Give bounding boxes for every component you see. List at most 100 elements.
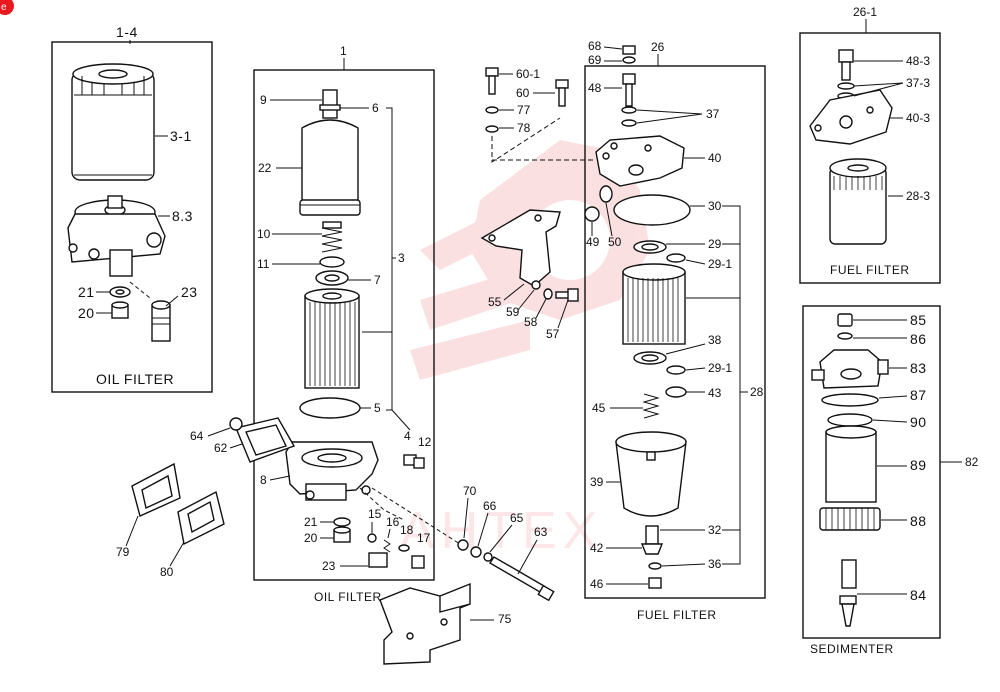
- label-39: 39: [590, 475, 604, 489]
- label-43: 43: [708, 386, 722, 400]
- part-20-plug-a: [111, 301, 129, 319]
- part-86-washer: [837, 332, 853, 340]
- group-ref-1: 1: [340, 44, 347, 58]
- label-29-1a: 29-1: [708, 257, 732, 271]
- label-70: 70: [463, 484, 477, 498]
- group-ref-1-4: 1-4: [116, 24, 138, 40]
- part-49-plug: [584, 206, 600, 222]
- label-12: 12: [418, 435, 432, 449]
- part-89-bowl: [825, 425, 877, 503]
- part-element-mesh: [304, 288, 360, 389]
- label-45: 45: [592, 401, 606, 415]
- label-8-3: 8.3: [172, 208, 193, 224]
- label-6: 6: [372, 101, 379, 115]
- part-7-gasket: [315, 270, 349, 286]
- part-46-plug: [648, 577, 662, 589]
- label-68: 68: [588, 39, 602, 53]
- part-63-bolt: [489, 556, 555, 602]
- part-38-seal: [633, 351, 667, 365]
- part-48-bolt: [622, 73, 636, 107]
- part-64-washer: [229, 417, 243, 431]
- caption-sedimenter: SEDIMENTER: [810, 642, 894, 656]
- label-37: 37: [706, 107, 720, 121]
- label-64: 64: [190, 429, 204, 443]
- part-28-element: [622, 263, 686, 345]
- part-85-plug: [837, 313, 853, 327]
- part-62-gasket: [235, 417, 296, 463]
- label-65: 65: [510, 511, 524, 525]
- label-46: 46: [590, 577, 604, 591]
- part-28-3-filter: [829, 158, 887, 245]
- part-79-gasket: [131, 462, 181, 517]
- part-48-3-bolt: [838, 49, 854, 81]
- label-87: 87: [910, 387, 927, 403]
- label-23a: 23: [181, 284, 198, 300]
- label-37-3: 37-3: [906, 76, 930, 90]
- label-48-3: 48-3: [906, 54, 930, 68]
- label-38: 38: [708, 333, 722, 347]
- label-84: 84: [910, 587, 927, 603]
- label-57: 57: [546, 327, 560, 341]
- part-84-drain: [839, 559, 857, 627]
- label-15: 15: [368, 507, 382, 521]
- part-43-o-ring: [665, 386, 687, 398]
- group-ref-26-1: 26-1: [853, 5, 877, 19]
- part-18-washer: [398, 544, 410, 552]
- label-3-1: 3-1: [170, 128, 192, 144]
- part-20-plug-b: [333, 526, 351, 543]
- part-10-spring: [321, 221, 343, 253]
- part-bracket: [480, 209, 561, 287]
- part-77-washer: [485, 106, 499, 114]
- label-60-1: 60-1: [516, 67, 540, 81]
- part-37-washer-a: [621, 106, 637, 114]
- part-80-gasket: [177, 490, 225, 546]
- caption-oil-filter-alt: OIL FILTER: [96, 371, 174, 387]
- label-30: 30: [708, 199, 722, 213]
- label-55: 55: [488, 295, 502, 309]
- part-90-float: [827, 413, 873, 427]
- label-63: 63: [534, 525, 548, 539]
- label-28-3: 28-3: [906, 189, 930, 203]
- part-78-washer: [485, 125, 499, 133]
- label-86: 86: [910, 331, 927, 347]
- part-70-washer: [457, 539, 469, 551]
- part-oil-filter-bracket-83: [67, 195, 166, 277]
- part-5-o-ring: [299, 397, 361, 419]
- part-60-bolt: [555, 79, 569, 107]
- part-30-o-ring: [613, 194, 691, 226]
- label-3: 3: [398, 251, 405, 265]
- label-75: 75: [498, 612, 512, 626]
- label-77: 77: [517, 103, 531, 117]
- part-60-1-bolt: [485, 67, 499, 95]
- part-11-seat: [319, 256, 345, 268]
- group-ref-26: 26: [651, 40, 665, 54]
- caption-fuel-filter: FUEL FILTER: [637, 608, 717, 622]
- label-83: 83: [910, 360, 927, 376]
- label-49: 49: [586, 235, 600, 249]
- part-66-washer: [470, 546, 482, 558]
- label-20a: 20: [78, 305, 95, 321]
- label-29-1b: 29-1: [708, 361, 732, 375]
- label-85: 85: [910, 312, 927, 328]
- part-69-washer: [622, 56, 636, 64]
- label-62: 62: [214, 441, 228, 455]
- part-37-washer-b: [621, 119, 637, 127]
- part-21-washer-b: [333, 517, 351, 527]
- part-17-plug: [411, 555, 425, 569]
- part-57-bolt: [555, 288, 579, 302]
- part-88-ring-nut: [819, 507, 881, 531]
- svg-text:e: e: [1, 2, 7, 13]
- part-45-spring: [642, 393, 660, 419]
- part-40-3-filter-head: [809, 89, 893, 145]
- label-32: 32: [708, 523, 722, 537]
- group-box-fuel-filter: [584, 65, 766, 599]
- label-42: 42: [590, 541, 604, 555]
- part-9-stud: [319, 89, 341, 119]
- label-80: 80: [160, 565, 174, 579]
- label-36: 36: [708, 557, 722, 571]
- part-75-bracket: [379, 582, 471, 665]
- label-22: 22: [258, 161, 272, 175]
- part-16-spring: [383, 539, 391, 553]
- part-23-nipple-a: [151, 300, 171, 342]
